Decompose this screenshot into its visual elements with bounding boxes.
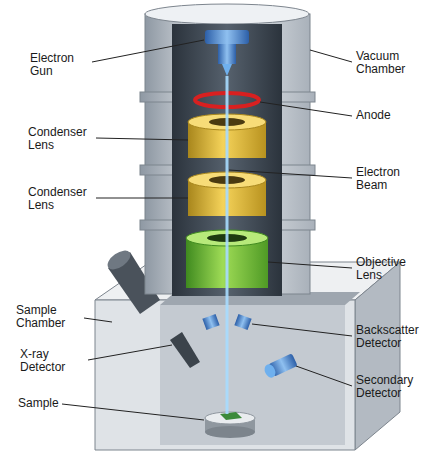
part-label: Objective Lens — [356, 256, 422, 282]
part-label: X-ray Detector — [20, 348, 86, 374]
part-label: Sample Chamber — [16, 304, 80, 330]
part-label: Electron Beam — [356, 166, 422, 192]
part-label: Condenser Lens — [28, 126, 94, 152]
part-label: Condenser Lens — [28, 186, 94, 212]
part-label: Backscatter Detector — [356, 324, 436, 350]
part-label: Anode — [356, 109, 416, 122]
part-label: Secondary Detector — [356, 374, 436, 400]
part-label: Sample — [18, 397, 62, 410]
part-label: Electron Gun — [30, 52, 92, 78]
part-label: Vacuum Chamber — [356, 50, 438, 76]
